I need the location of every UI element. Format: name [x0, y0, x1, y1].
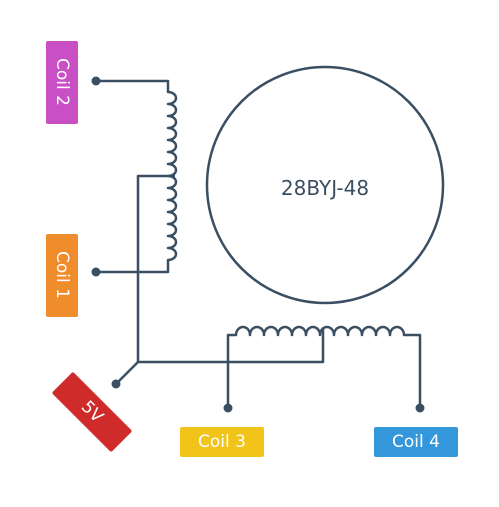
terminal-dot-coil4 — [415, 403, 425, 413]
left-coil-center-tap — [136, 174, 175, 362]
supply-tag: 5V — [52, 372, 132, 452]
terminal-dot-5v — [111, 379, 121, 389]
bottom-coil-center-tap — [115, 328, 325, 385]
motor-label: 28BYJ-48 — [281, 176, 369, 200]
bottom-coil-winding — [226, 325, 422, 410]
coil4-label: Coil 4 — [392, 432, 440, 452]
coil4-tag: Coil 4 — [374, 427, 458, 457]
motor-circle — [205, 65, 445, 305]
terminal-dot-coil2 — [91, 76, 101, 86]
coil2-label: Coil 2 — [52, 58, 72, 106]
coil3-tag: Coil 3 — [180, 427, 264, 457]
coil1-tag: Coil 1 — [46, 234, 78, 317]
coil3-label: Coil 3 — [198, 432, 246, 452]
coil2-tag: Coil 2 — [46, 41, 78, 124]
coil1-label: Coil 1 — [52, 251, 72, 299]
terminal-dot-coil3 — [223, 403, 233, 413]
terminal-dot-coil1 — [91, 267, 101, 277]
